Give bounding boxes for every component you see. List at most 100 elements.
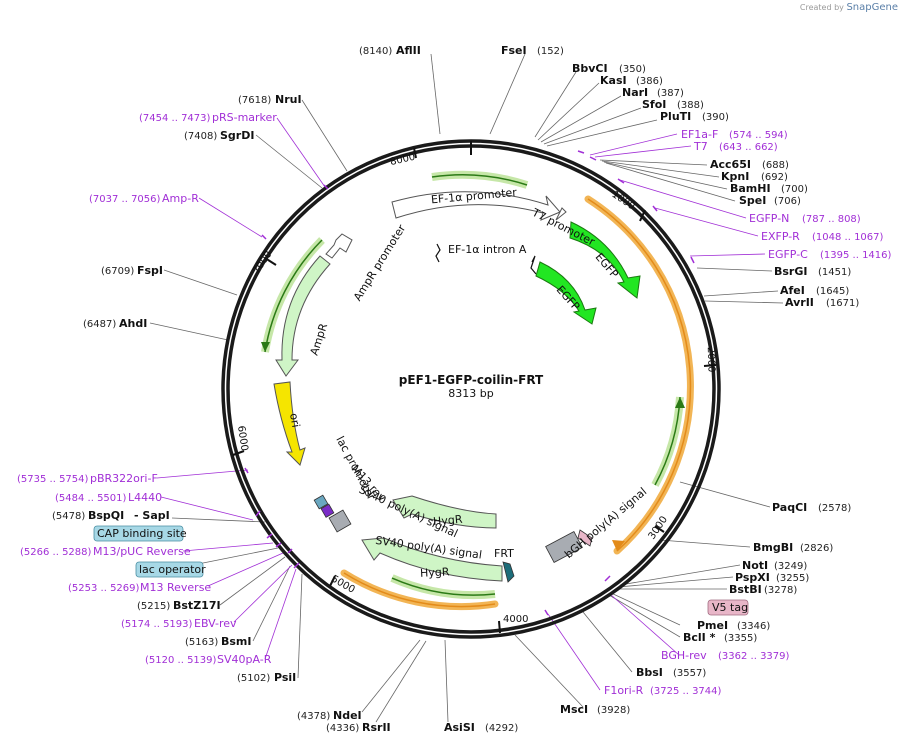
site-name: SgrDI xyxy=(220,129,254,142)
site-name: NdeI xyxy=(333,709,362,722)
primer-range: (574 .. 594) xyxy=(729,130,788,141)
site-pos: (3249) xyxy=(774,561,807,572)
inner-features xyxy=(273,191,641,583)
site-name: AflII xyxy=(396,44,421,57)
label-hygr-1: HygR xyxy=(433,513,464,529)
credit-prefix: Created by xyxy=(799,3,844,12)
tick-label: 2000 xyxy=(705,347,717,373)
primer-name: EXFP-R xyxy=(761,230,800,243)
ampr-promoter-arrow xyxy=(325,233,353,259)
site-pos: (387) xyxy=(657,88,684,99)
site-name: PsiI xyxy=(274,671,296,684)
site-pos: (706) xyxy=(774,196,801,207)
primer-leader-lines xyxy=(156,117,766,691)
site-name: KasI xyxy=(600,74,627,87)
site-pos: (688) xyxy=(762,160,789,171)
site-pos: (3346) xyxy=(737,621,770,632)
site-name: BbvCI xyxy=(572,62,608,75)
primer-range: (643 .. 662) xyxy=(719,142,778,153)
primer-range: (5484 .. 5501) xyxy=(55,493,127,504)
intron-mark-right xyxy=(530,255,537,275)
label-hygr-2: HygR xyxy=(420,565,450,580)
primer-range: (1395 .. 1416) xyxy=(820,250,892,261)
site-name: Acc65I xyxy=(710,158,751,171)
restriction-site-labels: (8140) AflII FseI (152) BbvCI (350) KasI… xyxy=(52,44,859,734)
label-frt: FRT xyxy=(494,547,514,560)
ampr-arrow xyxy=(275,255,331,377)
hygr-arrow-2 xyxy=(361,537,503,582)
plasmid-size: 8313 bp xyxy=(448,387,493,400)
bgh-polya-box xyxy=(545,531,583,563)
primer-range: (5253 .. 5269) xyxy=(68,583,140,594)
site-name: NruI xyxy=(275,93,302,106)
site-name: PmeI xyxy=(697,619,728,632)
label-ef1a-intron: EF-1α intron A xyxy=(448,243,527,256)
primer-name: T7 xyxy=(693,140,708,153)
sv40-polya-box-top xyxy=(328,509,352,533)
label-ampr-promoter: AmpR promoter xyxy=(351,222,409,303)
backbone-ticks xyxy=(232,141,717,634)
primer-marks xyxy=(244,150,695,616)
primer-range: (7454 .. 7473) xyxy=(139,113,211,124)
site-name: SfoI xyxy=(642,98,666,111)
site-pos: (4292) xyxy=(485,723,518,734)
site-name: PluTI xyxy=(660,110,691,123)
primer-name: EGFP-N xyxy=(749,212,789,225)
site-pos: (390) xyxy=(702,112,729,123)
primer-range: (5266 .. 5288) xyxy=(20,547,92,558)
site-pos: (3355) xyxy=(724,633,757,644)
site-name: AfeI xyxy=(780,284,805,297)
primer-name: Amp-R xyxy=(162,192,199,205)
v5-tag-mark xyxy=(577,529,593,547)
site-pos: (386) xyxy=(636,76,663,87)
primer-range: (787 .. 808) xyxy=(802,214,861,225)
hygr-arrow-1 xyxy=(392,495,497,529)
snapgene-logo: SnapGene xyxy=(846,2,898,13)
primer-name: pRS-marker xyxy=(212,111,277,124)
tick-label: 6000 xyxy=(235,425,249,452)
site-pos: (700) xyxy=(781,184,808,195)
t7-promoter-arrow xyxy=(555,207,567,221)
primer-name: pBR322ori-F xyxy=(90,472,158,485)
site-pos: (7618) xyxy=(238,95,271,106)
site-name: BamHI xyxy=(730,182,771,195)
site-name: BsrGI xyxy=(774,265,807,278)
site-name: NotI xyxy=(742,559,768,572)
primer-range: (3362 .. 3379) xyxy=(718,651,790,662)
site-pos: (8140) xyxy=(359,46,392,57)
primer-range: (3725 .. 3744) xyxy=(650,686,722,697)
site-name: AsiSI xyxy=(444,721,475,734)
label-bgh-polya: bGH poly(A) signal xyxy=(562,485,649,561)
site-name: MscI xyxy=(560,703,588,716)
site-name: BstZ17I xyxy=(173,599,221,612)
site-pos: (4336) xyxy=(326,723,359,734)
site-name: RsrII xyxy=(362,721,391,734)
lac-operator-box xyxy=(135,561,204,578)
m13-rev-box xyxy=(320,503,335,518)
site-pos: (692) xyxy=(761,172,788,183)
v5-tag-label: V5 tag xyxy=(712,601,748,614)
primer-name: EBV-rev xyxy=(194,617,237,630)
site-pos: (6709) xyxy=(101,266,134,277)
primer-name: EF1a-F xyxy=(681,128,718,141)
site-pos: (4378) xyxy=(297,711,330,722)
site-pos: (3557) xyxy=(673,668,706,679)
site-pos: (7408) xyxy=(184,131,217,142)
egfp-arrow-1 xyxy=(569,221,641,299)
site-pos: (5163) xyxy=(185,637,218,648)
primer-range: (5174 .. 5193) xyxy=(121,619,193,630)
primer-name: BGH-rev xyxy=(661,649,707,662)
site-pos: (1645) xyxy=(816,286,849,297)
primer-name: F1ori-R xyxy=(604,684,644,697)
primer-range: (7037 .. 7056) xyxy=(89,194,161,205)
ori-arrow xyxy=(273,381,306,466)
site-pos: (2826) xyxy=(800,543,833,554)
primer-range: (5735 .. 5754) xyxy=(17,474,89,485)
orf-arcs xyxy=(340,195,694,611)
primer-name: L4440 xyxy=(128,491,162,504)
site-name: AhdI xyxy=(119,317,147,330)
frt-mark xyxy=(502,561,515,583)
site-pos: (3278) xyxy=(764,585,797,596)
site-pos: (152) xyxy=(537,46,564,57)
